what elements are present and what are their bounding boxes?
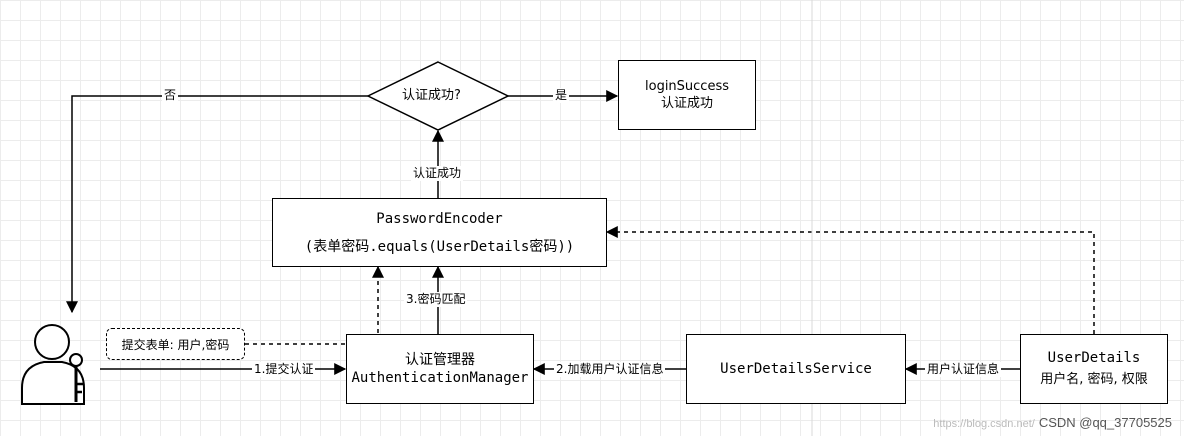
submit-auth-label: 1.提交认证 <box>252 362 316 377</box>
login-success-subtitle: 认证成功 <box>660 96 713 111</box>
user-details-title: UserDetails <box>1047 350 1141 366</box>
auth-manager-title: AuthenticationManager <box>351 370 529 386</box>
decision-label: 认证成功? <box>402 88 461 103</box>
auth-manager-node: 认证管理器 AuthenticationManager <box>346 334 534 404</box>
login-success-title: loginSuccess <box>645 79 729 94</box>
user-key-icon <box>21 324 85 405</box>
password-match-label: 3.密码匹配 <box>404 292 468 307</box>
user-details-node: UserDetails 用户名, 密码, 权限 <box>1020 334 1168 404</box>
auth-manager-cn-title: 认证管理器 <box>405 352 475 368</box>
auth-success-label: 认证成功 <box>411 166 464 181</box>
user-details-service-node: UserDetailsService <box>686 334 906 404</box>
user-auth-info-label: 用户认证信息 <box>925 362 1002 377</box>
password-encoder-node: PasswordEncoder (表单密码.equals(UserDetails… <box>272 198 607 267</box>
user-details-service-title: UserDetailsService <box>720 361 872 377</box>
no-path <box>66 95 368 314</box>
csdn-watermark: https://blog.csdn.net/CSDN @qq_37705525 <box>933 415 1172 430</box>
userdetails-dashed-edge <box>605 226 1095 334</box>
password-encoder-title: PasswordEncoder <box>376 210 503 227</box>
watermark-url: https://blog.csdn.net/ <box>933 418 1035 430</box>
user-details-fields: 用户名, 密码, 权限 <box>1040 372 1148 387</box>
form-note-dashed-edge <box>245 265 384 345</box>
no-label: 否 <box>162 88 179 103</box>
watermark-text: CSDN @qq_37705525 <box>1038 415 1172 430</box>
form-submit-note: 提交表单: 用户,密码 <box>106 328 245 360</box>
password-encoder-expression: (表单密码.equals(UserDetails密码)) <box>304 238 575 255</box>
yes-label: 是 <box>553 88 570 103</box>
login-success-node: loginSuccess 认证成功 <box>618 60 756 130</box>
load-user-label: 2.加载用户认证信息 <box>554 362 666 377</box>
